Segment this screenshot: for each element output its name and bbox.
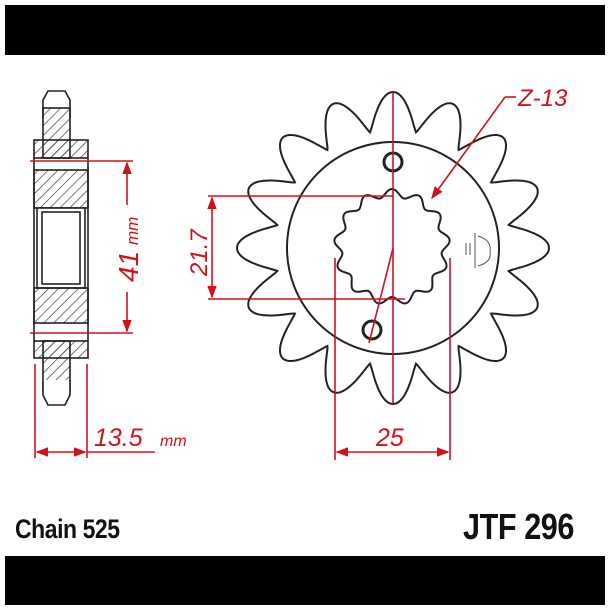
teeth-count-label: Z-13 bbox=[517, 85, 568, 112]
profile-top-step bbox=[33, 139, 89, 159]
profile-bore-inner bbox=[41, 211, 81, 285]
bottom-black-bar bbox=[5, 556, 605, 605]
profile-bottom-tooth bbox=[42, 380, 71, 406]
bore-dimension-value: 21.7 bbox=[186, 228, 213, 277]
spline-bore bbox=[333, 187, 451, 305]
side-profile bbox=[33, 90, 89, 406]
thickness-dimension-unit: mm bbox=[160, 433, 187, 450]
chain-size-label: Chain 525 bbox=[15, 514, 120, 544]
hub-dimension-value: 41 bbox=[113, 251, 144, 282]
bolt-hole-bottom bbox=[361, 319, 383, 341]
direction-mark-icon bbox=[465, 233, 491, 268]
top-black-bar bbox=[5, 5, 605, 55]
thickness-dimension-value: 13.5 bbox=[94, 424, 143, 452]
part-number-label: JTF 296 bbox=[463, 506, 574, 547]
profile-hub-top bbox=[33, 169, 89, 209]
dimension-thickness bbox=[34, 364, 155, 458]
spline-width-value: 25 bbox=[375, 424, 404, 452]
hub-dimension-unit: mm bbox=[123, 217, 142, 245]
dimension-lines-front bbox=[207, 92, 516, 460]
profile-hub-bottom bbox=[33, 287, 89, 324]
dimension-hub bbox=[30, 160, 133, 334]
